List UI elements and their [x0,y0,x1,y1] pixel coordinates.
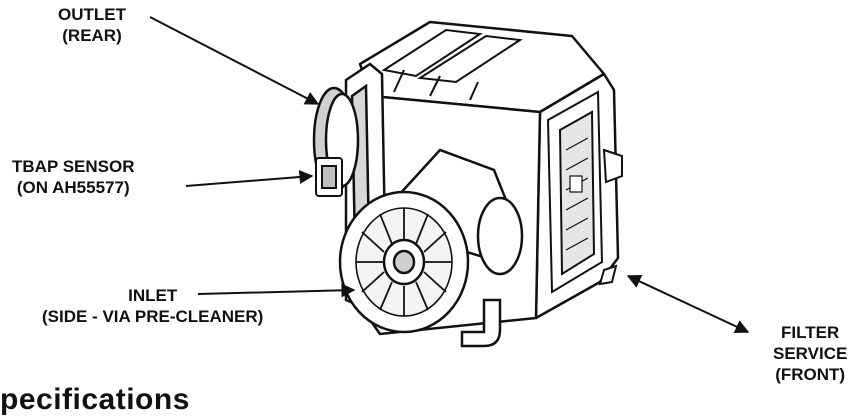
filter-label-line-2: SERVICE [773,344,848,363]
tbap-sensor-label: TBAP SENSOR (ON AH55577) [12,156,135,198]
filter-service-label: FILTER SERVICE (FRONT) [773,322,847,385]
filter-panel [546,90,623,294]
leader-lines [149,16,750,334]
filter-label-line-1: FILTER [781,323,840,342]
tbap-sensor [315,157,343,197]
inlet-label: INLET (SIDE - VIA PRE-CLEANER) [42,285,263,327]
section-heading: pecifications [0,383,190,416]
drain-tube [460,298,502,348]
tbap-label-line-1: TBAP SENSOR [12,157,135,176]
filter-leader [626,274,750,334]
top-ribs [381,28,523,101]
tbap-label-line-2: (ON AH55577) [16,178,130,197]
air-cleaner-illustration [149,16,750,348]
outlet-label: OUTLET (REAR) [58,4,126,46]
blower-housing [396,148,524,276]
pre-cleaner [338,190,470,334]
filter-label-line-3: (FRONT) [775,365,846,384]
inlet-label-line-2: (SIDE - VIA PRE-CLEANER) [42,307,264,326]
outlet-label-line-2: (REAR) [62,26,122,45]
tbap-leader [185,170,314,187]
outlet-label-line-1: OUTLET [58,5,126,24]
inlet-label-line-1: INLET [128,286,178,305]
outlet-leader [149,16,320,105]
inlet-leader [197,283,356,298]
